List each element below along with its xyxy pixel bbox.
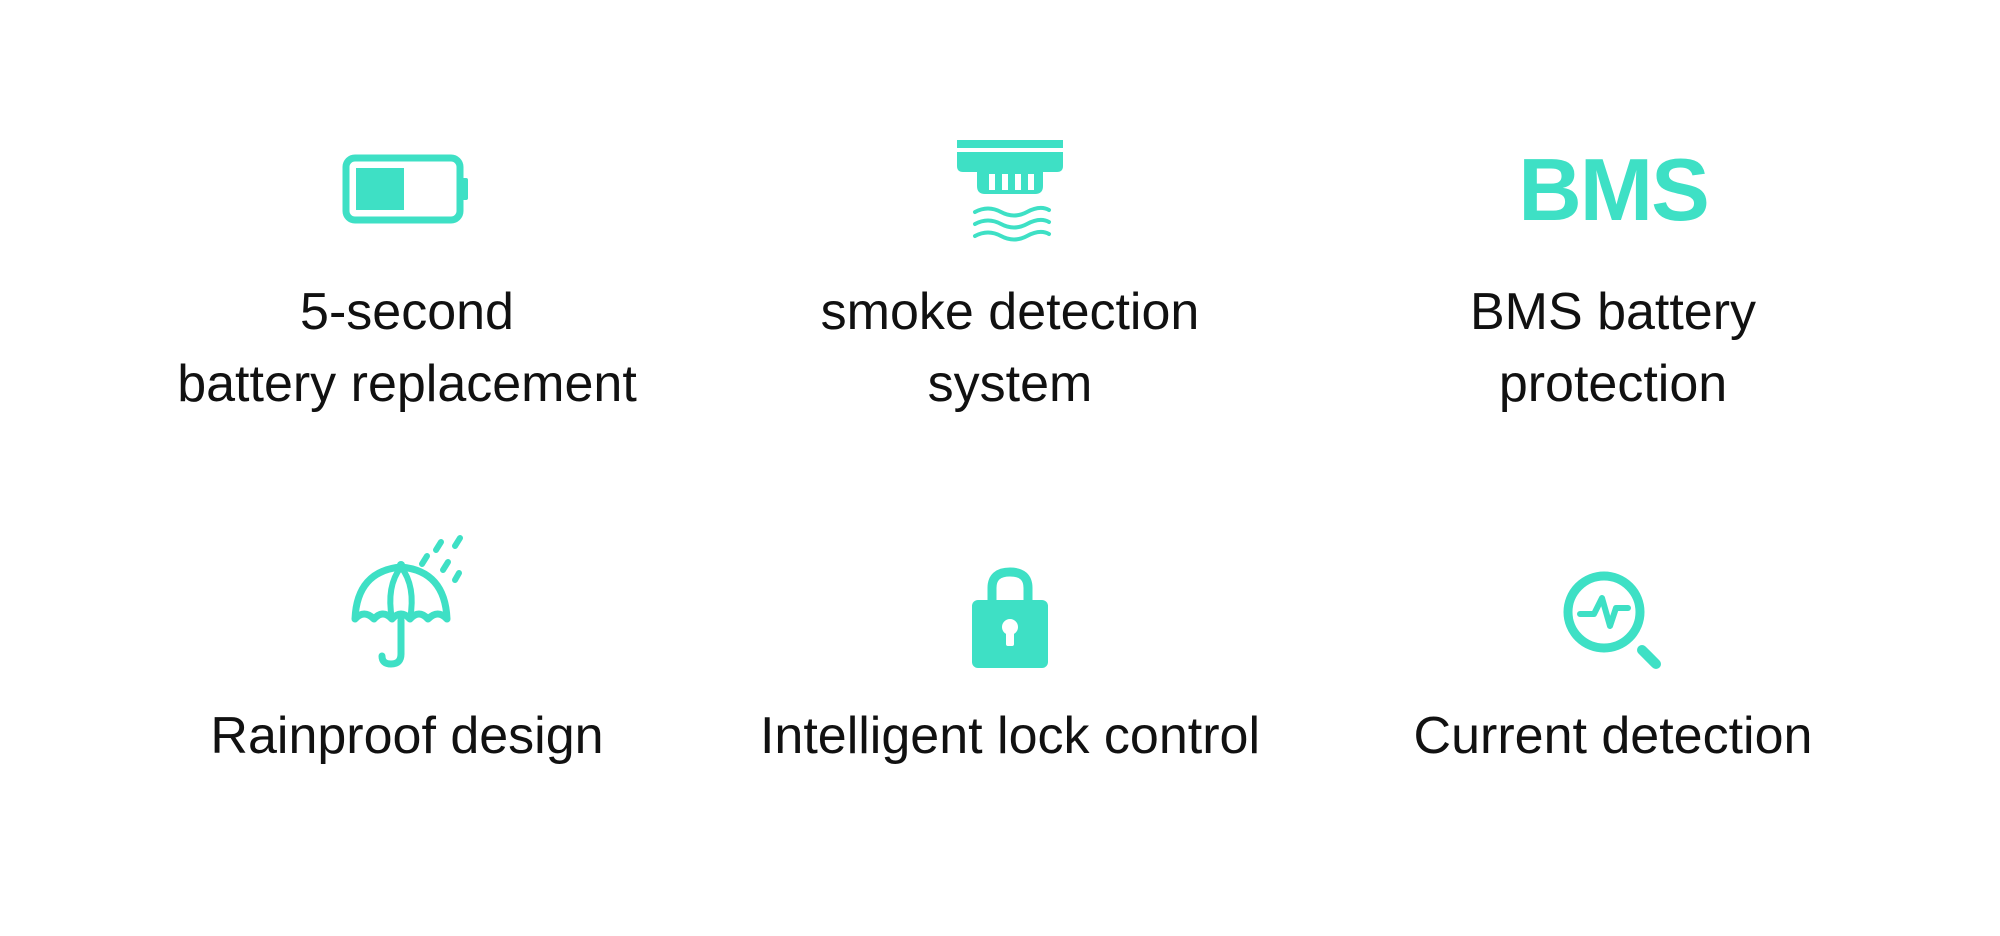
feature-label: BMS battery protection: [1333, 276, 1893, 420]
feature-label: Rainproof design: [127, 700, 687, 772]
bms-icon: BMS: [1518, 140, 1710, 239]
feature-label-line: battery replacement: [177, 355, 637, 413]
magnifier-pulse-icon: [1563, 571, 1661, 669]
feature-label: Intelligent lock control: [730, 700, 1290, 772]
smoke-detector-icon: [957, 140, 1063, 242]
feature-label: Current detection: [1333, 700, 1893, 772]
padlock-icon: [972, 567, 1048, 668]
feature-label-line: Rainproof design: [210, 707, 604, 765]
feature-label-line: 5-second: [300, 283, 514, 341]
feature-label-line: Intelligent lock control: [759, 707, 1261, 765]
umbrella-rain-icon: [351, 535, 463, 668]
feature-label-line: protection: [1498, 355, 1728, 413]
feature-label: 5-second battery replacement: [127, 276, 687, 420]
feature-label-line: smoke detection: [820, 283, 1200, 341]
feature-label-line: system: [927, 355, 1093, 413]
battery-icon: [342, 154, 468, 224]
feature-label-line: Current detection: [1413, 707, 1813, 765]
feature-label-line: BMS battery: [1469, 283, 1757, 341]
feature-label: smoke detection system: [730, 276, 1290, 420]
